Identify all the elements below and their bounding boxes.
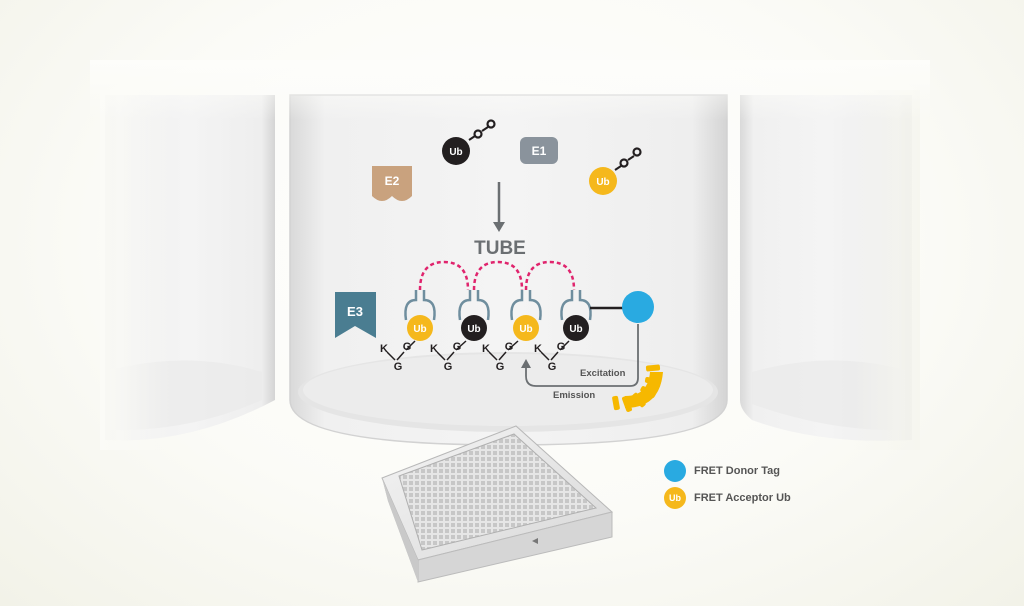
emission-label: Emission	[553, 390, 595, 401]
svg-text:E1: E1	[532, 144, 547, 158]
tube-linkers	[418, 260, 576, 291]
kg-linkages: K G G K G G K G G K G G	[380, 340, 570, 373]
tube-label: TUBE	[474, 238, 526, 259]
svg-text:G: G	[505, 341, 514, 353]
sun-excitation-icon	[612, 364, 663, 412]
ub-chain-4: Ub	[563, 315, 589, 341]
donor-dot-icon	[664, 460, 686, 482]
tube-receptors	[404, 290, 592, 321]
ub-chain-1: Ub	[407, 315, 433, 341]
ub-acceptor-free: Ub	[589, 147, 642, 195]
svg-text:Ub: Ub	[519, 324, 532, 335]
e2-enzyme: E2	[372, 166, 412, 201]
svg-text:G: G	[444, 361, 453, 373]
svg-text:G: G	[394, 361, 403, 373]
well-center	[289, 94, 728, 446]
svg-text:K: K	[380, 343, 388, 355]
svg-text:G: G	[453, 341, 462, 353]
well-left	[100, 90, 275, 450]
svg-text:G: G	[548, 361, 557, 373]
ub-dark-free: Ub	[442, 119, 496, 165]
svg-text:E3: E3	[347, 304, 363, 319]
svg-text:Ub: Ub	[596, 177, 609, 188]
ub-chain-3: Ub	[513, 315, 539, 341]
excitation-label: Excitation	[580, 368, 626, 379]
well-right	[740, 90, 920, 450]
acceptor-ub-dot-icon: Ub	[664, 487, 686, 509]
svg-text:G: G	[403, 341, 412, 353]
fret-donor-tag	[590, 291, 654, 323]
svg-text:E2: E2	[385, 174, 400, 188]
legend-donor: FRET Donor Tag	[664, 460, 780, 482]
svg-text:G: G	[496, 361, 505, 373]
microplate	[381, 425, 614, 583]
svg-text:Ub: Ub	[569, 324, 582, 335]
svg-text:K: K	[534, 343, 542, 355]
svg-text:Ub: Ub	[413, 324, 426, 335]
e1-enzyme: E1	[520, 137, 558, 164]
svg-text:K: K	[482, 343, 490, 355]
e3-enzyme: E3	[335, 292, 376, 338]
legend-acceptor-label: FRET Acceptor Ub	[694, 492, 791, 504]
ub-chain-2: Ub	[461, 315, 487, 341]
svg-text:K: K	[430, 343, 438, 355]
legend-acceptor: Ub FRET Acceptor Ub	[664, 487, 791, 509]
svg-text:Ub: Ub	[449, 147, 462, 158]
reaction-arrow	[493, 182, 505, 232]
legend-donor-label: FRET Donor Tag	[694, 465, 780, 477]
fret-arrows	[521, 324, 639, 387]
svg-text:Ub: Ub	[467, 324, 480, 335]
svg-text:G: G	[557, 341, 566, 353]
